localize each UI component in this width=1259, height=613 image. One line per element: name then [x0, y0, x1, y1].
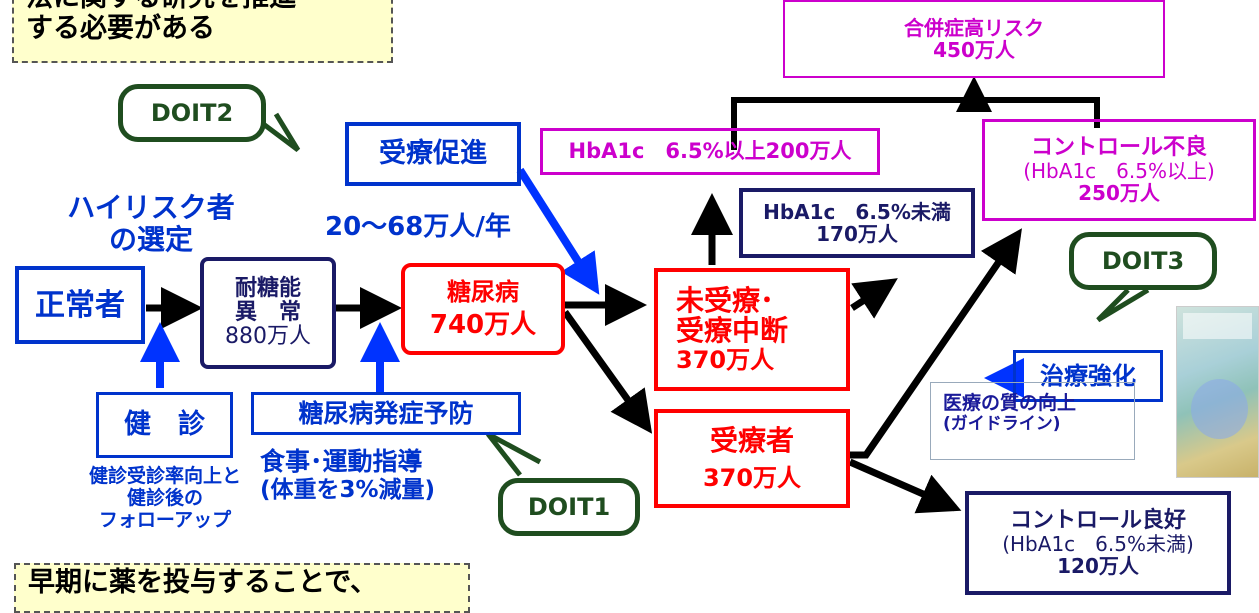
early-drug-note-line1: 早期に薬を投与することで、 — [28, 567, 378, 598]
diet-note-line2: (体重を3%減量) — [260, 476, 436, 503]
untreated-line3: 370万人 — [676, 346, 775, 375]
igt-box: 耐糖能 異 常 880万人 — [200, 257, 336, 369]
diet-note-line1: 食事･運動指導 — [260, 447, 423, 476]
hba1c-high-box: HbA1c 6.5%以上200万人 — [540, 128, 880, 175]
doit2-tail — [260, 112, 301, 152]
highrisk-line2: の選定 — [108, 223, 193, 257]
incidence-text: 20～68万人/年 — [325, 212, 511, 242]
doit1-label: DOIT1 — [527, 493, 611, 521]
treated-line2: 370万人 — [702, 463, 802, 492]
igt-line3: 880万人 — [225, 324, 311, 350]
doit3-label: DOIT3 — [1101, 247, 1185, 275]
doit3-tail — [1096, 287, 1150, 323]
research-note-line2: する必要がある — [26, 13, 215, 45]
prevention-box: 糖尿病発症予防 — [251, 392, 521, 435]
doit2-label: DOIT2 — [150, 99, 234, 127]
early-drug-note: 早期に薬を投与することで、 — [14, 563, 470, 613]
prevention-label: 糖尿病発症予防 — [298, 398, 474, 428]
treated-line1: 受療者 — [709, 423, 794, 457]
good-control-line1: コントロール良好 — [1009, 507, 1186, 533]
igt-line2: 異 常 — [234, 299, 301, 325]
poor-control-line2: (HbA1c 6.5%以上) — [1023, 159, 1215, 184]
doit1-bubble: DOIT1 — [498, 478, 640, 536]
quality-line2: (ガイドライン) — [943, 413, 1061, 434]
connector-to-complication — [731, 97, 1100, 150]
poor-control-box: コントロール不良 (HbA1c 6.5%以上) 250万人 — [982, 119, 1256, 221]
diabetes-box: 糖尿病 740万人 — [401, 263, 565, 355]
checkup-label: 健 診 — [124, 409, 205, 441]
highrisk-label: ハイリスク者 の選定 — [56, 191, 246, 257]
incidence-label: 20～68万人/年 — [325, 212, 545, 243]
good-control-box: コントロール良好 (HbA1c 6.5%未満) 120万人 — [965, 491, 1231, 595]
poor-control-line1: コントロール不良 — [1030, 134, 1207, 160]
checkup-note: 健診受診率向上と 健診後の フォローアップ — [60, 465, 270, 532]
doit2-bubble: DOIT2 — [118, 84, 266, 142]
hba1c-high-label: HbA1c 6.5%以上200万人 — [568, 138, 852, 163]
checkup-note-line1: 健診受診率向上と — [88, 465, 241, 487]
intensify-label: 治療強化 — [1040, 361, 1136, 390]
intensify-box: 治療強化 — [1013, 350, 1163, 402]
guideline-book-thumbnail — [1176, 306, 1259, 478]
quality-box: 医療の質の向上 (ガイドライン) — [930, 382, 1135, 460]
highrisk-line1: ハイリスク者 — [67, 191, 235, 224]
quality-text: 医療の質の向上 (ガイドライン) — [931, 392, 1134, 434]
promote-box: 受療促進 — [345, 122, 521, 186]
diabetes-line1: 糖尿病 — [447, 277, 519, 306]
arrow-promote — [516, 167, 600, 295]
untreated-line2: 受療中断 — [676, 314, 789, 348]
book-title-band — [1183, 313, 1252, 339]
checkup-box: 健 診 — [96, 392, 233, 458]
complication-box: 合併症高リスク 450万人 — [783, 0, 1165, 78]
checkup-note-line2: 健診後の — [126, 486, 203, 509]
complication-line2: 450万人 — [933, 38, 1015, 62]
untreated-box: 未受療･ 受療中断 370万人 — [654, 268, 850, 391]
research-note: 法に関する研究を推進 する必要がある — [12, 0, 393, 63]
quality-line1: 医療の質の向上 — [943, 392, 1077, 414]
doit3-bubble: DOIT3 — [1069, 232, 1217, 290]
good-control-line2: (HbA1c 6.5%未満) — [1002, 532, 1194, 557]
igt-line1: 耐糖能 — [234, 275, 301, 301]
untreated-line1: 未受療･ — [676, 283, 775, 317]
diabetes-line2: 740万人 — [429, 309, 537, 340]
good-control-line3: 120万人 — [1057, 554, 1139, 579]
poor-control-line3: 250万人 — [1078, 181, 1160, 206]
normal-box: 正常者 — [15, 266, 145, 344]
book-art — [1191, 379, 1248, 439]
arrow-untreated-diag — [850, 278, 898, 319]
arrow-treated-to-poor — [848, 228, 1022, 459]
arrow-treated-to-good — [848, 458, 962, 514]
complication-line1: 合併症高リスク — [904, 16, 1044, 40]
diet-note: 食事･運動指導 (体重を3%減量) — [260, 447, 500, 503]
hba1c-low-line2: 170万人 — [816, 222, 898, 246]
checkup-note-line3: フォローアップ — [98, 508, 232, 531]
hba1c-low-line1: HbA1c 6.5%未満 — [763, 200, 951, 224]
promote-label: 受療促進 — [379, 138, 487, 170]
hba1c-low-box: HbA1c 6.5%未満 170万人 — [739, 188, 975, 258]
arrow-diabetes-to-treated — [562, 309, 653, 434]
research-note-line1: 法に関する研究を推進 — [26, 0, 379, 13]
normal-label: 正常者 — [35, 287, 125, 323]
treated-box: 受療者 370万人 — [654, 409, 850, 508]
